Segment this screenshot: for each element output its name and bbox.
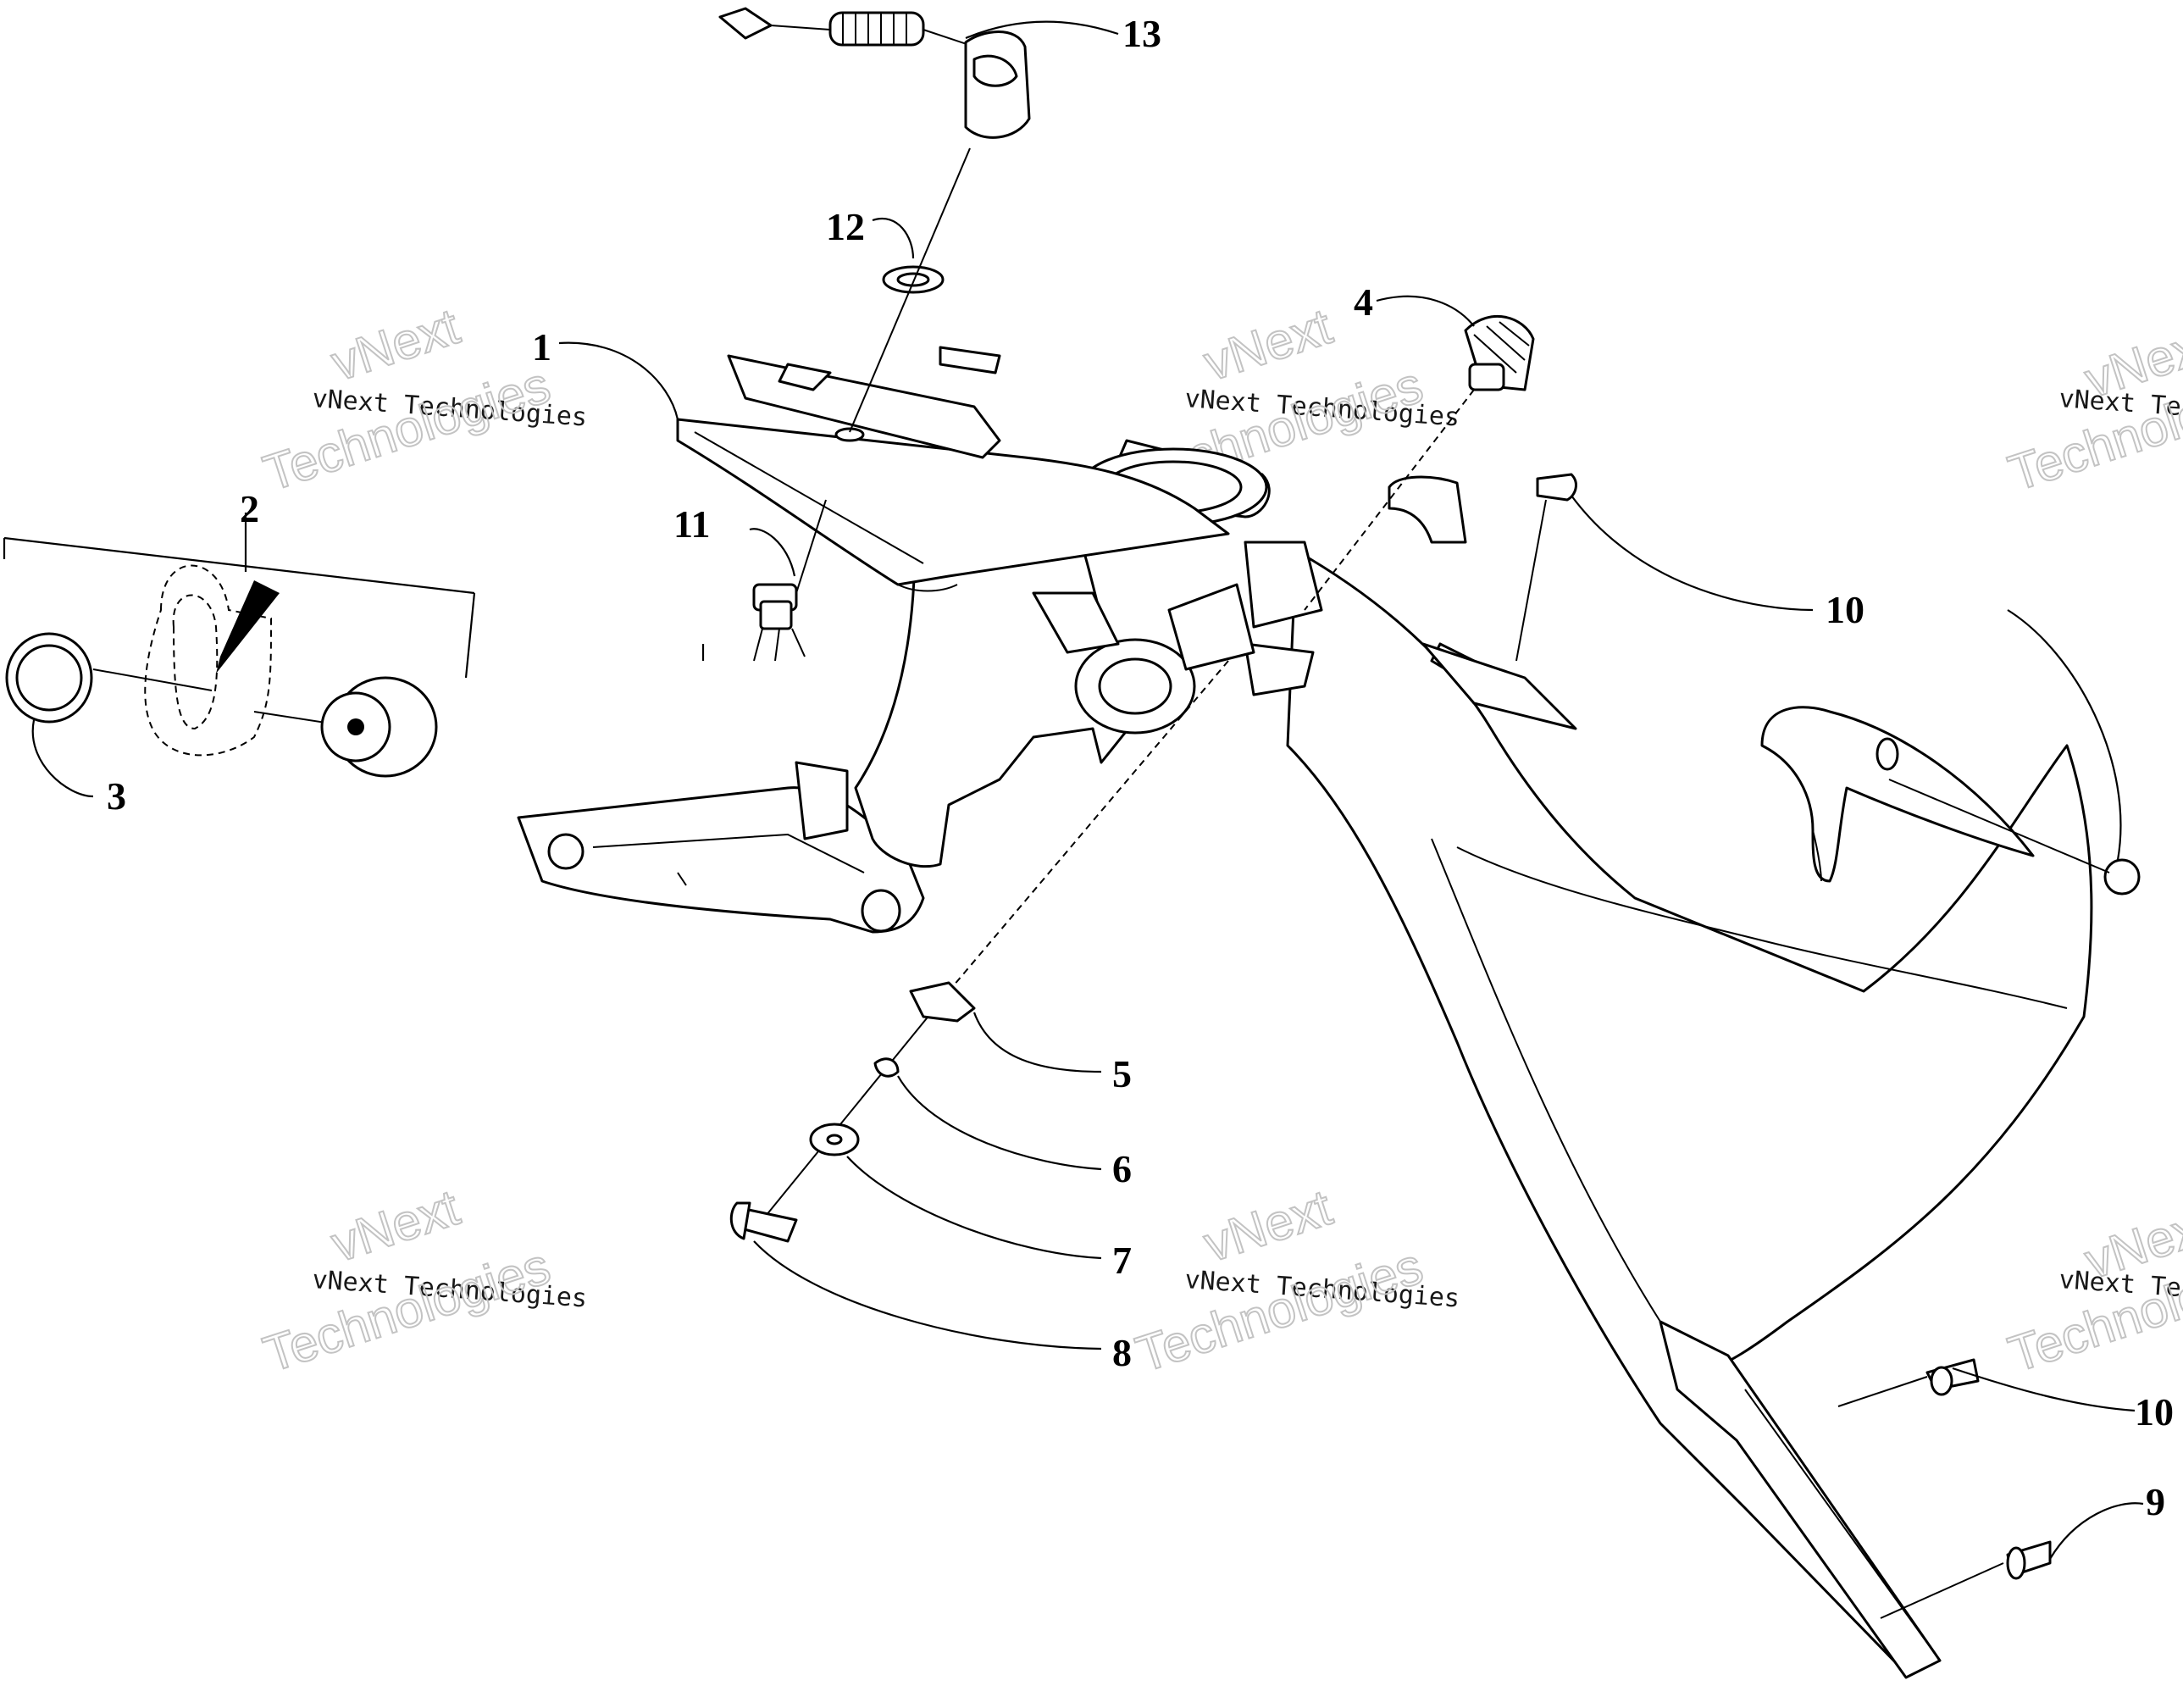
watermark-bottom-left: vNext vNext Technologies Technologies [256, 1178, 588, 1384]
watermark-top-right: vNext vNext Technologies Technologies [2001, 313, 2183, 502]
callout-11: 11 [673, 502, 710, 546]
watermark-bottom-right: vNext vNext Technologies Technologies [2001, 1195, 2183, 1384]
watermark-brand: vNext [324, 1178, 466, 1273]
callout-8: 8 [1112, 1331, 1132, 1374]
callout-2: 2 [240, 487, 259, 530]
callout-7: 7 [1112, 1239, 1132, 1282]
knob-part [1304, 295, 1535, 611]
callout-10-top: 10 [1826, 588, 1864, 631]
switch-part [749, 499, 827, 662]
watermark-word: Technologies [1129, 1237, 1429, 1383]
watermark-word: Technologies [257, 1237, 557, 1383]
side-cover-panel [1286, 475, 2093, 1679]
arrow-pointer-icon [216, 580, 280, 674]
console-body [517, 346, 1323, 934]
watermark-bottom-center: vNext vNext Technologies Technologies [1128, 1178, 1460, 1384]
callout-10-bottom: 10 [2135, 1390, 2174, 1434]
screw-parts [1515, 473, 2144, 1619]
callout-13: 13 [1122, 12, 1161, 55]
callout-labels: 1 2 3 4 5 6 7 8 9 10 10 11 12 13 [107, 12, 2174, 1523]
callout-12: 12 [826, 205, 865, 248]
callout-6: 6 [1112, 1147, 1132, 1190]
callout-4: 4 [1354, 280, 1373, 324]
callout-3: 3 [107, 774, 126, 818]
leader-lines [558, 341, 705, 661]
callout-5: 5 [1112, 1052, 1132, 1095]
watermark-word: Technologies [257, 356, 557, 502]
fan-center-icon [347, 718, 364, 735]
hardware-stack [729, 660, 1229, 1350]
nut-part [849, 147, 971, 433]
tether-key [718, 7, 1119, 139]
watermark-brand: vNext [324, 297, 466, 391]
callout-9: 9 [2146, 1480, 2165, 1523]
bracket-assembly [3, 513, 476, 798]
watermark-brand: vNext [1197, 297, 1338, 391]
callout-1: 1 [532, 325, 551, 369]
watermark-brand: vNext [1197, 1178, 1338, 1273]
